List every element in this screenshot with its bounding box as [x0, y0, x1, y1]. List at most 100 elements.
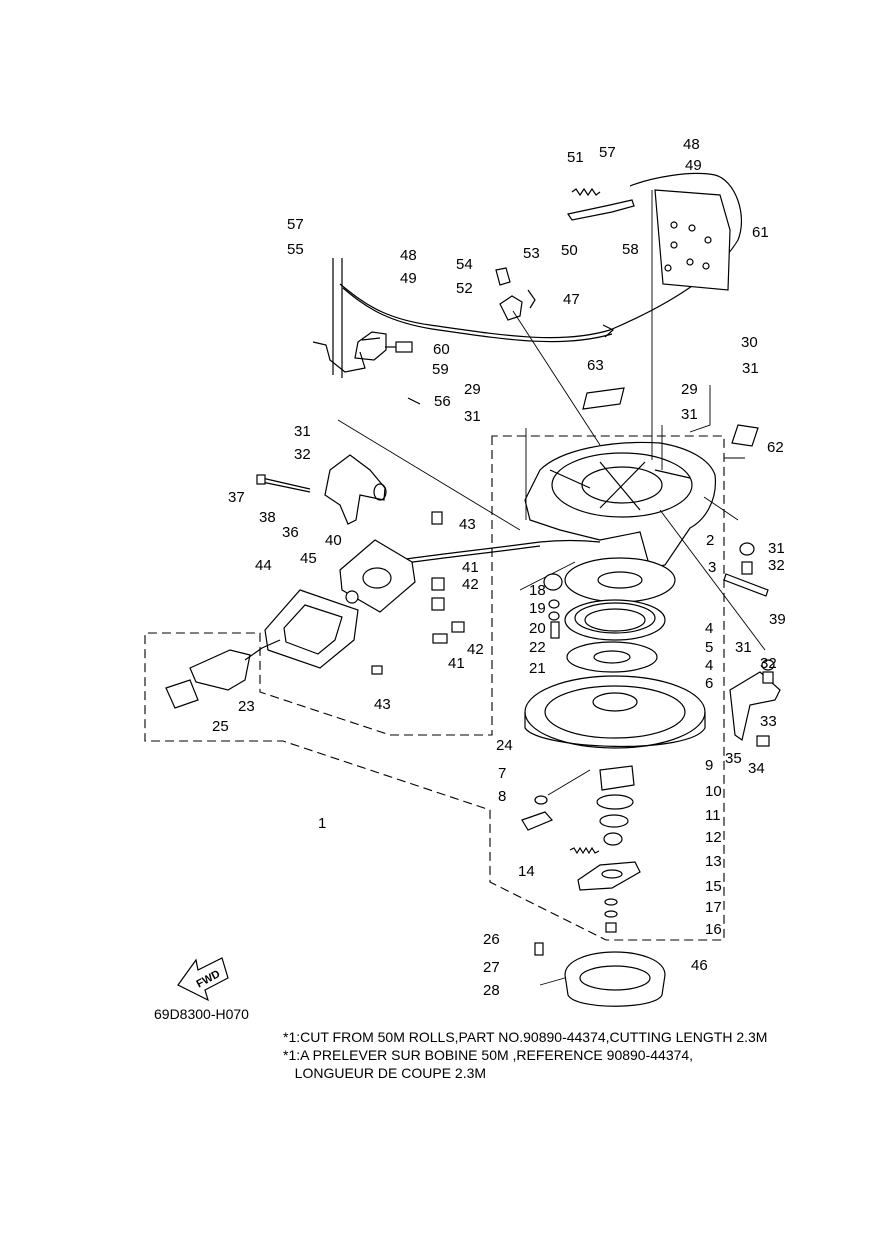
- rope-guide-40: [339, 539, 416, 613]
- callout-31-5: 31: [768, 540, 785, 557]
- callout-24: 24: [496, 737, 513, 754]
- callout-35: 35: [725, 750, 742, 767]
- callout-53: 53: [523, 245, 540, 262]
- assembly-boundary: [144, 435, 725, 941]
- callout-11: 11: [705, 807, 721, 824]
- bolt-60: [385, 341, 413, 353]
- bracket-59: [354, 331, 387, 361]
- callout-57: 57: [287, 216, 304, 233]
- callout-5: 5: [705, 639, 713, 656]
- callout-20: 20: [529, 620, 546, 637]
- callout-37: 37: [228, 489, 245, 506]
- callout-32-2: 32: [768, 557, 785, 574]
- callout-49: 49: [400, 270, 417, 287]
- callout-23: 23: [238, 698, 255, 715]
- callout-63: 63: [587, 357, 604, 374]
- callout-55: 55: [287, 241, 304, 258]
- handle-holder-44: [264, 589, 359, 669]
- callout-14: 14: [518, 863, 535, 880]
- callout-29-2: 29: [681, 381, 698, 398]
- callout-31-3: 31: [681, 406, 698, 423]
- callout-34: 34: [748, 760, 765, 777]
- callout-4: 4: [705, 620, 713, 637]
- callout-13: 13: [705, 853, 722, 870]
- callout-46: 46: [691, 957, 708, 974]
- callout-39: 39: [769, 611, 786, 628]
- callout-19: 19: [529, 600, 546, 617]
- callout-48: 48: [400, 247, 417, 264]
- callout-56: 56: [434, 393, 451, 410]
- cable-47: [339, 172, 742, 343]
- link-56: [312, 258, 421, 405]
- callout-52: 52: [456, 280, 473, 297]
- callout-9: 9: [705, 757, 713, 774]
- callout-18: 18: [529, 582, 546, 599]
- callout-31: 31: [742, 360, 759, 377]
- callout-2: 2: [706, 532, 714, 549]
- stack-parts: [521, 557, 706, 933]
- callout-43: 43: [459, 516, 476, 533]
- callout-22: 22: [529, 639, 546, 656]
- callout-61: 61: [752, 224, 769, 241]
- callout-4-2: 4: [705, 657, 713, 674]
- callout-40: 40: [325, 532, 342, 549]
- callout-1: 1: [318, 815, 326, 832]
- starter-pulley-46: [534, 942, 666, 1007]
- callout-17: 17: [705, 899, 722, 916]
- callout-62: 62: [767, 439, 784, 456]
- callout-42: 42: [462, 576, 479, 593]
- callout-15: 15: [705, 878, 722, 895]
- footnotes: *1:CUT FROM 50M ROLLS,PART NO.90890-4437…: [283, 1028, 767, 1082]
- guide-52: [495, 267, 536, 321]
- bolt-37: [256, 474, 311, 493]
- callout-57-2: 57: [599, 144, 616, 161]
- bracket-33: [723, 542, 781, 747]
- footnote-line-3: LONGUEUR DE COUPE 2.3M: [283, 1065, 487, 1081]
- callout-51: 51: [567, 149, 584, 166]
- callout-32-3: 32: [760, 655, 777, 672]
- mounting-plate: [654, 189, 731, 291]
- callout-30: 30: [741, 334, 758, 351]
- rope-handle-23: [165, 639, 281, 709]
- drawing-code: 69D8300-H070: [154, 1006, 249, 1022]
- callout-38: 38: [259, 509, 276, 526]
- callout-27: 27: [483, 959, 500, 976]
- callout-3: 3: [708, 559, 716, 576]
- callout-10: 10: [705, 783, 722, 800]
- label-decals: [582, 387, 759, 447]
- callout-50: 50: [561, 242, 578, 259]
- callout-31-4: 31: [294, 423, 311, 440]
- callout-12: 12: [705, 829, 722, 846]
- callout-26: 26: [483, 931, 500, 948]
- callout-25: 25: [212, 718, 229, 735]
- callout-32: 32: [294, 446, 311, 463]
- callout-43-2: 43: [374, 696, 391, 713]
- callout-6: 6: [705, 675, 713, 692]
- callout-42-2: 42: [467, 641, 484, 658]
- callout-41: 41: [462, 559, 479, 576]
- callout-47: 47: [563, 291, 580, 308]
- callout-28: 28: [483, 982, 500, 999]
- callout-54: 54: [456, 256, 473, 273]
- callout-44: 44: [255, 557, 272, 574]
- callout-31-2: 31: [464, 408, 481, 425]
- callout-59: 59: [432, 361, 449, 378]
- callout-labels: 1234456789101112131415161718192021222324…: [212, 136, 786, 999]
- callout-45: 45: [300, 550, 317, 567]
- callout-60: 60: [433, 341, 450, 358]
- callout-36: 36: [282, 524, 299, 541]
- cable-end-41-42: [371, 511, 465, 675]
- callout-41-2: 41: [448, 655, 465, 672]
- lever-50: [567, 199, 635, 221]
- callout-8: 8: [498, 788, 506, 805]
- footnote-line-2: *1:A PRELEVER SUR BOBINE 50M ,REFERENCE …: [283, 1047, 694, 1063]
- spring-51: [571, 187, 601, 197]
- footnote-line-1: *1:CUT FROM 50M ROLLS,PART NO.90890-4437…: [283, 1029, 768, 1045]
- starter-housing-2: [524, 441, 717, 569]
- callout-48-2: 48: [683, 136, 700, 153]
- callout-31-6: 31: [735, 639, 752, 656]
- callout-58: 58: [622, 241, 639, 258]
- callout-16: 16: [705, 921, 722, 938]
- callout-7: 7: [498, 765, 506, 782]
